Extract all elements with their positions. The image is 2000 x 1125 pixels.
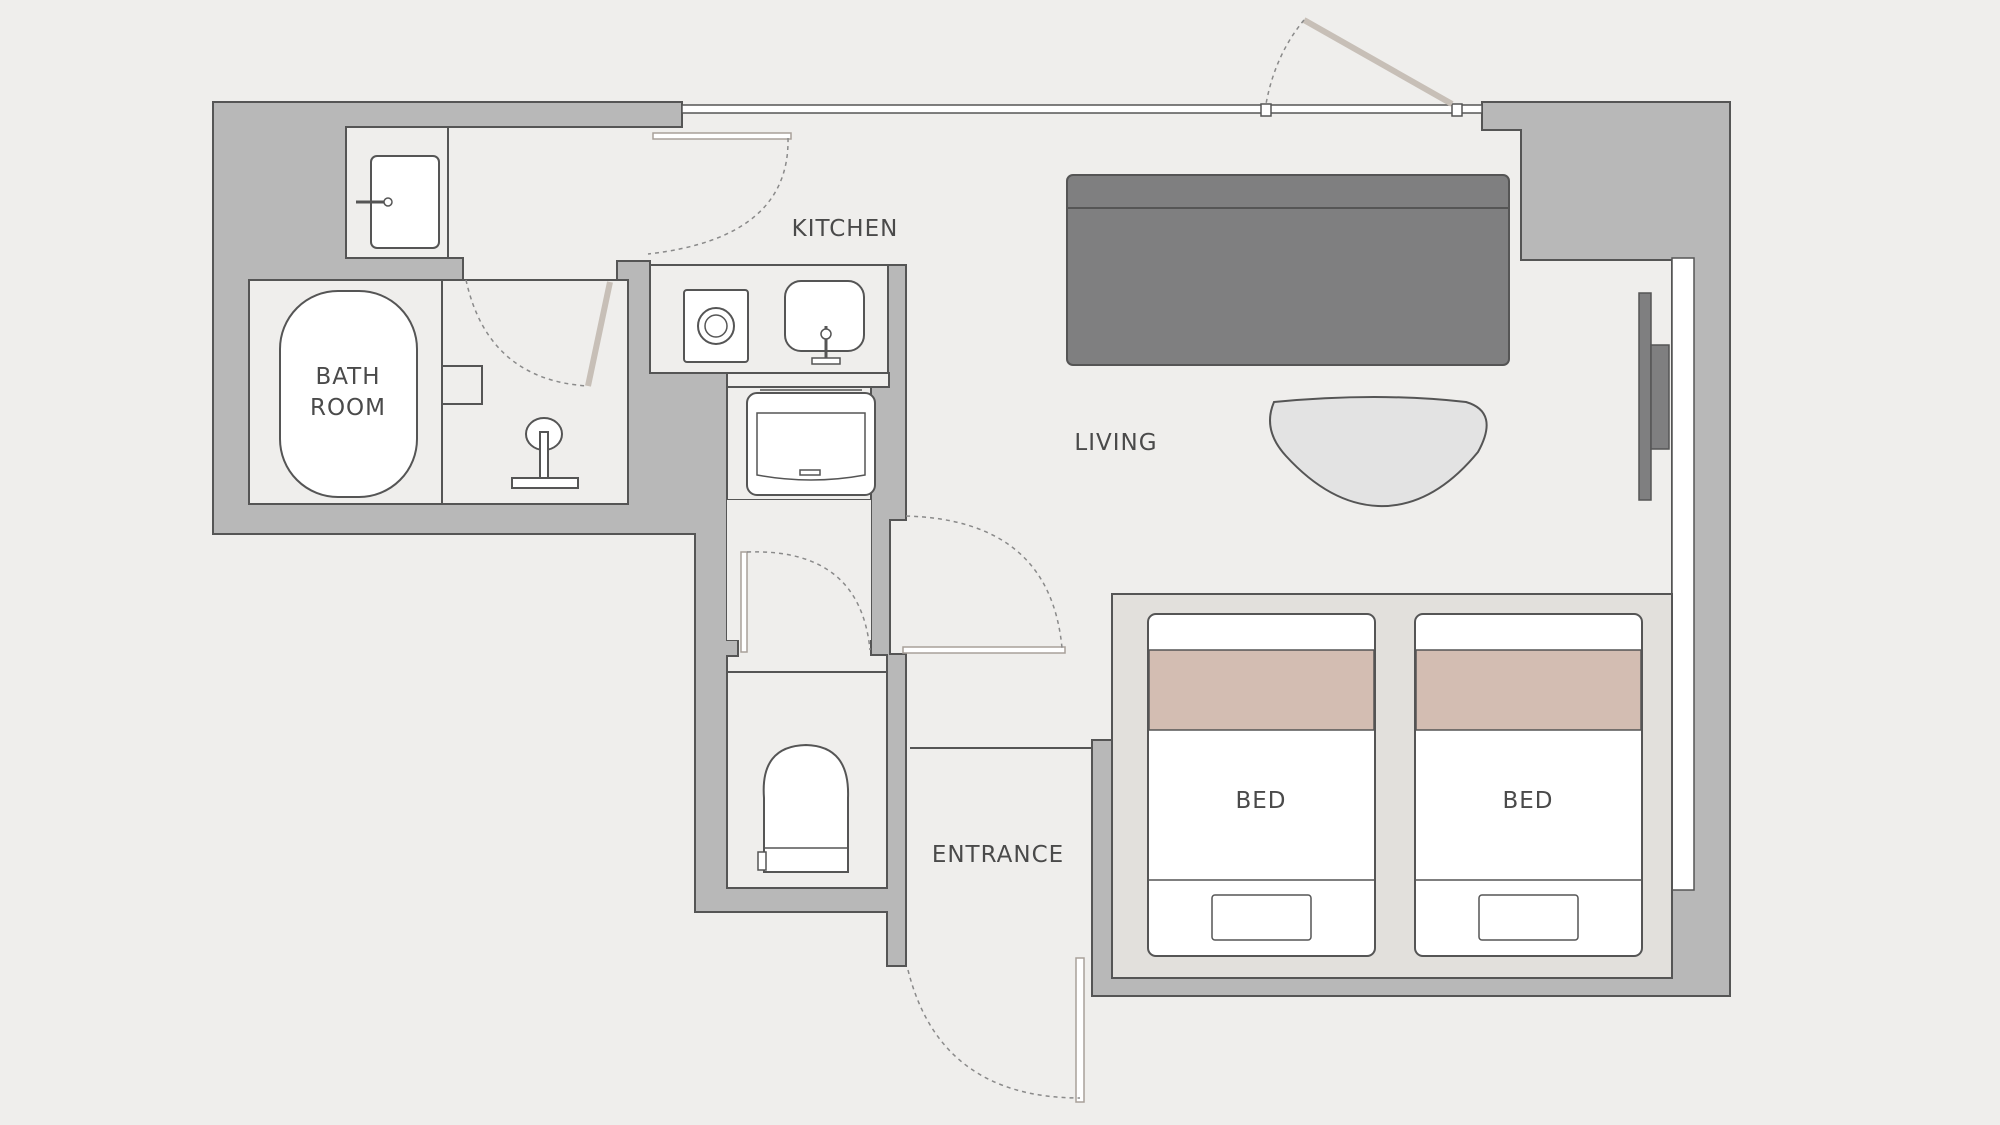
washroom-door-leaf bbox=[652, 132, 792, 140]
living-label: LIVING bbox=[1074, 430, 1157, 456]
toilet-door-leaf bbox=[902, 646, 1066, 654]
hallway-floor bbox=[727, 500, 871, 640]
entrance-label: ENTRANCE bbox=[932, 842, 1064, 868]
shower-faucet-icon bbox=[511, 417, 579, 489]
bed-right-label: BED bbox=[1502, 788, 1553, 814]
bed-left-pad bbox=[1211, 894, 1312, 941]
bed-left: BED bbox=[1147, 613, 1376, 957]
coffee-table-icon bbox=[1269, 396, 1488, 508]
bath-shelf bbox=[441, 365, 483, 405]
closet-door-leaf bbox=[740, 551, 748, 653]
tv-stand bbox=[1650, 344, 1670, 450]
closet-door-swing bbox=[746, 551, 871, 651]
bathroom: BATH ROOM bbox=[248, 279, 629, 505]
bathroom-door-leaf bbox=[585, 281, 613, 387]
window bbox=[681, 17, 1483, 117]
balcony-door-leaf bbox=[1302, 17, 1454, 107]
entrance-door-swing bbox=[907, 969, 1081, 1099]
living-area: LIVING bbox=[1066, 174, 1670, 508]
bed-left-label: BED bbox=[1235, 788, 1286, 814]
window-post bbox=[1260, 103, 1272, 117]
bed-right-pillow bbox=[1415, 649, 1642, 731]
tv-panel-icon bbox=[1638, 292, 1652, 501]
stove-burner-center bbox=[704, 314, 728, 338]
washbasin-drain bbox=[383, 197, 393, 207]
kitchen-faucet-head bbox=[820, 328, 832, 340]
bathroom-door-swing bbox=[465, 279, 589, 387]
toilet-room bbox=[726, 671, 888, 889]
kitchen: KITCHEN bbox=[649, 216, 899, 374]
bathroom-label-line1: BATH bbox=[315, 364, 380, 390]
entrance-door-leaf bbox=[1075, 957, 1085, 1103]
refrigerator-handle bbox=[799, 469, 821, 476]
bedroom-area: BED BED bbox=[1111, 593, 1673, 979]
fridge-closet bbox=[726, 386, 876, 501]
window-post bbox=[1451, 103, 1463, 117]
washroom bbox=[345, 126, 449, 259]
bed-right: BED bbox=[1414, 613, 1643, 957]
sofa-icon bbox=[1066, 174, 1510, 366]
washroom-door-swing bbox=[647, 137, 789, 255]
toilet-tank bbox=[757, 851, 767, 871]
kitchen-faucet-base bbox=[811, 357, 841, 365]
right-wall-inner-strip bbox=[1671, 257, 1695, 891]
toilet-door-swing bbox=[905, 515, 1063, 649]
refrigerator-inner bbox=[756, 412, 866, 481]
bed-right-pad bbox=[1478, 894, 1579, 941]
bed-left-pillow bbox=[1148, 649, 1375, 731]
kitchen-label: KITCHEN bbox=[792, 216, 899, 242]
bathroom-label-line2: ROOM bbox=[310, 395, 386, 421]
balcony-door-swing bbox=[1265, 19, 1305, 105]
toilet-icon bbox=[762, 743, 850, 873]
bathtub-icon bbox=[279, 290, 418, 498]
window-frame bbox=[681, 104, 1483, 114]
